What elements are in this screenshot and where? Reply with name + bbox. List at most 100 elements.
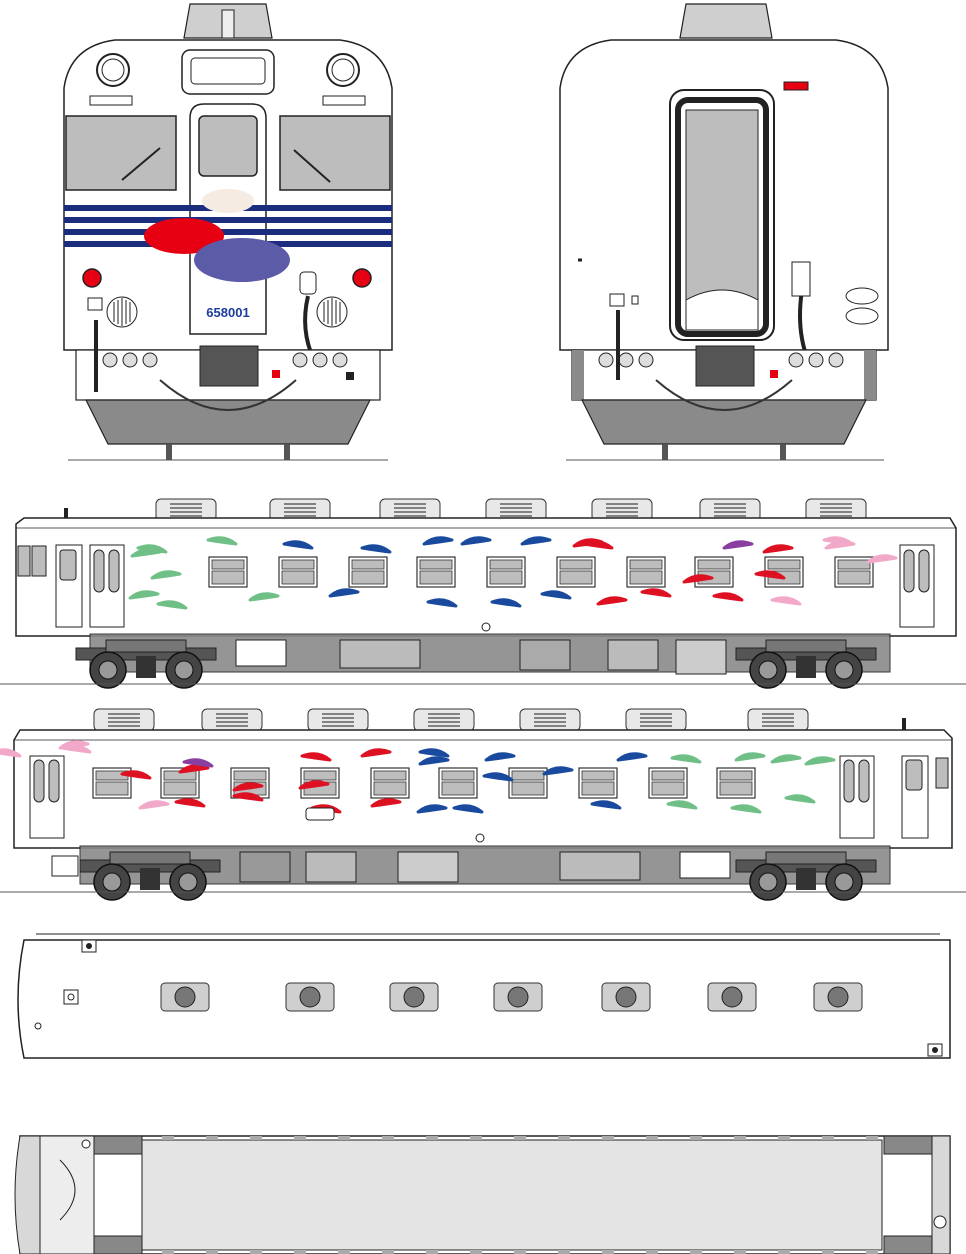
floor-rib <box>602 1250 614 1254</box>
floor-rib <box>162 1136 174 1140</box>
livery-wave <box>770 754 802 764</box>
livery-wave <box>640 588 672 598</box>
floor-rib <box>470 1250 482 1254</box>
livery-wave <box>734 752 766 762</box>
side-window <box>508 767 548 799</box>
livery-wave <box>730 804 762 814</box>
livery-wave <box>156 600 188 610</box>
side-window <box>208 556 248 588</box>
floor-rib <box>206 1136 218 1140</box>
rear-end-view <box>559 3 889 461</box>
floor-rib <box>470 1136 482 1140</box>
side-window <box>486 556 526 588</box>
livery-wave <box>206 536 238 546</box>
livery-wave <box>328 588 360 598</box>
livery-wave <box>866 554 898 564</box>
floor-rib <box>338 1136 350 1140</box>
livery-wave <box>370 798 402 808</box>
floor-rib <box>294 1136 306 1140</box>
livery-wave <box>282 540 314 550</box>
livery-wave <box>722 540 754 550</box>
roof-ventilator <box>625 708 687 732</box>
roof-ventilator <box>93 708 155 732</box>
floor-rib <box>822 1136 834 1140</box>
livery-wave <box>770 596 802 606</box>
car-number: 658001 <box>206 305 249 320</box>
livery-wave <box>416 804 448 814</box>
roof-ventilator <box>707 982 757 1012</box>
floor-rib <box>382 1250 394 1254</box>
livery-wave <box>596 596 628 606</box>
floor-rib <box>690 1136 702 1140</box>
front-end-view: 658001 <box>63 3 393 461</box>
livery-wave <box>128 590 160 600</box>
floor-rib <box>382 1136 394 1140</box>
floor-rib <box>206 1250 218 1254</box>
livery-wave <box>248 592 280 602</box>
roof-ventilator <box>307 708 369 732</box>
roof-ventilator <box>493 982 543 1012</box>
side-view-right <box>0 708 966 901</box>
roof-plan <box>17 933 951 1059</box>
roof-ventilator <box>519 708 581 732</box>
floor-rib <box>646 1250 658 1254</box>
livery-wave <box>540 590 572 600</box>
floor-rib <box>514 1250 526 1254</box>
side-window <box>438 767 478 799</box>
floor-rib <box>250 1136 262 1140</box>
side-window <box>348 556 388 588</box>
side-window <box>648 767 688 799</box>
livery-wave <box>418 756 450 766</box>
side-window <box>578 767 618 799</box>
roof-ventilator <box>747 708 809 732</box>
livery-wave <box>490 598 522 608</box>
side-window <box>626 556 666 588</box>
livery-wave <box>120 770 152 780</box>
livery-wave <box>298 780 330 790</box>
floor-rib <box>646 1136 658 1140</box>
side-window <box>716 767 756 799</box>
floor-rib <box>602 1136 614 1140</box>
side-view-left <box>0 498 966 689</box>
floor-rib <box>162 1250 174 1254</box>
roof-ventilator <box>813 982 863 1012</box>
side-window <box>278 556 318 588</box>
livery-wave <box>616 752 648 762</box>
livery-wave <box>590 800 622 810</box>
livery-wave <box>136 544 168 554</box>
roof-ventilator <box>413 708 475 732</box>
floor-plan <box>14 1135 951 1254</box>
livery-wave <box>784 794 816 804</box>
livery-wave <box>682 574 714 584</box>
roof-ventilator <box>160 982 210 1012</box>
side-window <box>556 556 596 588</box>
livery-wave <box>60 744 92 754</box>
floor-rib <box>866 1250 878 1254</box>
floor-rib <box>690 1250 702 1254</box>
livery-wave <box>460 536 492 546</box>
livery-wave <box>804 756 836 766</box>
floor-rib <box>426 1136 438 1140</box>
livery-wave <box>484 752 516 762</box>
livery-wave <box>452 804 484 814</box>
floor-rib <box>866 1136 878 1140</box>
floor-rib <box>338 1250 350 1254</box>
livery-wave <box>0 748 22 758</box>
livery-wave <box>138 800 170 810</box>
livery-wave <box>482 772 514 782</box>
floor-rib <box>294 1250 306 1254</box>
roof-ventilator <box>201 708 263 732</box>
livery-wave <box>300 752 332 762</box>
livery-wave <box>582 540 614 550</box>
roof-ventilator <box>285 982 335 1012</box>
livery-wave <box>542 766 574 776</box>
livery-wave <box>360 748 392 758</box>
floor-rib <box>734 1136 746 1140</box>
livery-wave <box>174 798 206 808</box>
livery-wave <box>178 764 210 774</box>
floor-rib <box>514 1136 526 1140</box>
side-window <box>694 556 734 588</box>
livery-wave <box>418 748 450 758</box>
livery-wave <box>666 800 698 810</box>
